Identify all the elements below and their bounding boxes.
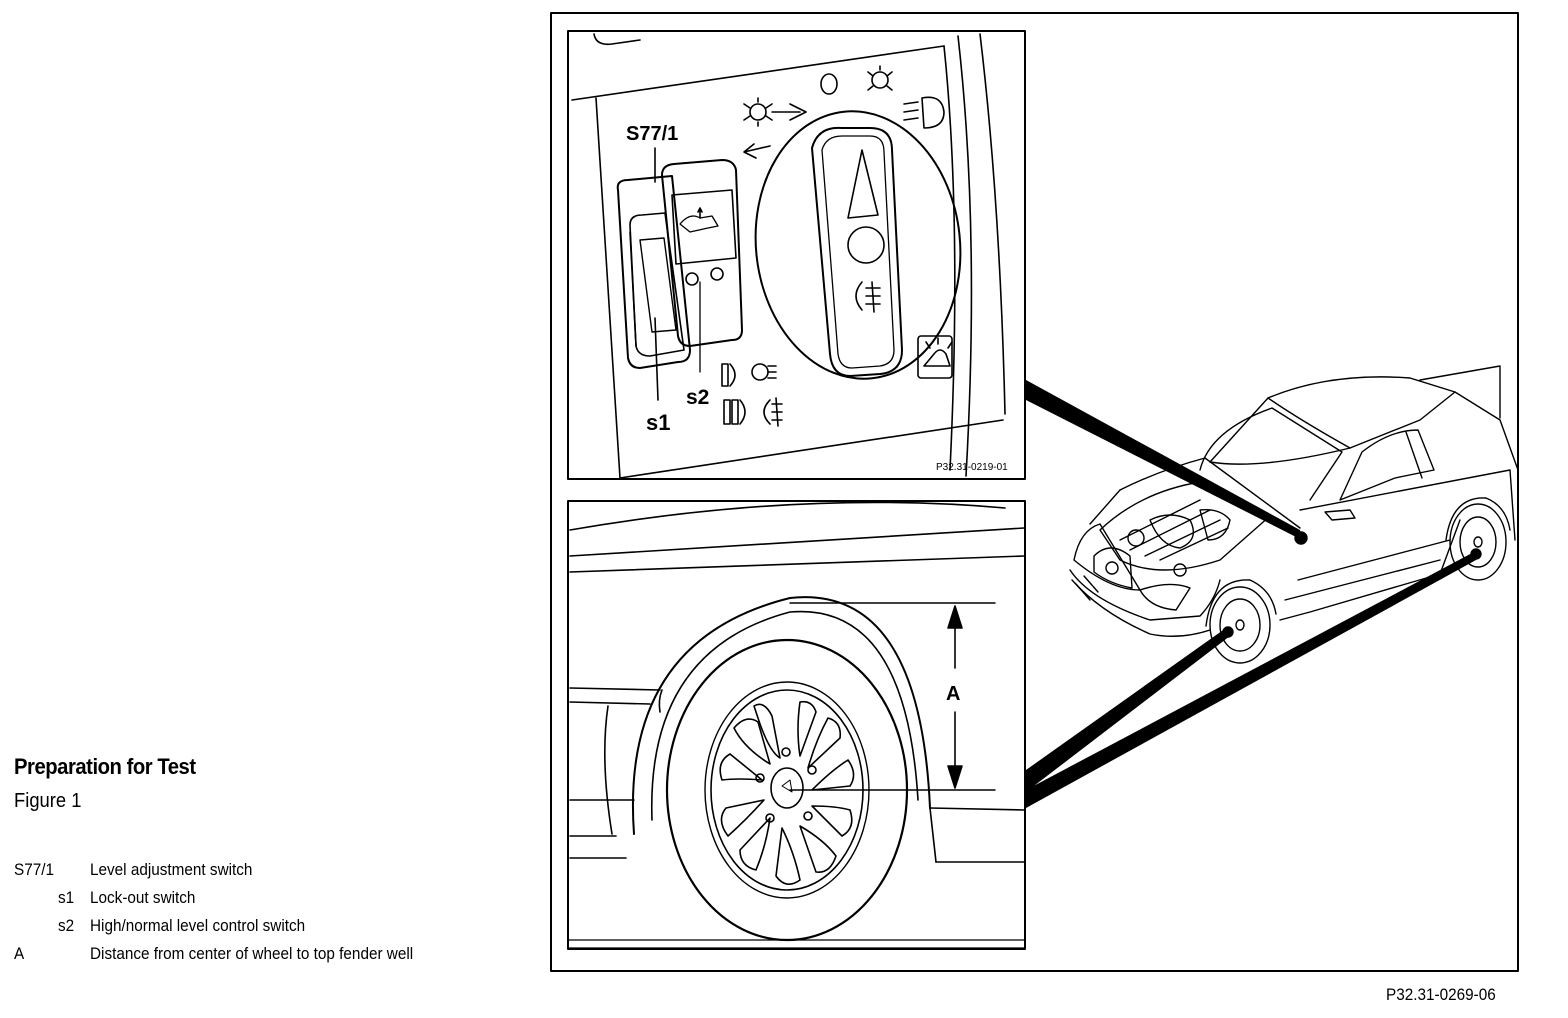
legend-key: S77/1 (14, 860, 54, 879)
connector-lines (1026, 380, 1476, 808)
outer-frame (550, 12, 1519, 972)
legend-text: Lock-out switch (90, 888, 196, 907)
legend-text: High/normal level control switch (90, 916, 306, 935)
legend-key: A (14, 944, 25, 963)
inset-ref: P32.31-0219-01 (936, 462, 1008, 473)
wheel-inset: A (567, 500, 1026, 950)
legend-key: s1 (58, 888, 75, 907)
label-s2: s2 (686, 386, 709, 409)
legend-key: s2 (58, 916, 75, 935)
car-illustration (1069, 365, 1519, 664)
figure-number: Figure 1 (14, 790, 82, 812)
label-s77-1: S77/1 (626, 123, 678, 145)
caption: Preparation for Test Figure 1 (14, 754, 534, 813)
label-distance-a: A (946, 683, 960, 705)
legend-text: Level adjustment switch (90, 860, 253, 879)
caption-title: Preparation for Test (14, 754, 196, 779)
figure-ref: P32.31-0269-06 (1386, 985, 1496, 1004)
legend-text: Distance from center of wheel to top fen… (90, 944, 414, 963)
switch-panel-inset: S77/1 s2 s1 P32.31-0219-01 (567, 30, 1026, 480)
label-s1: s1 (646, 410, 670, 435)
